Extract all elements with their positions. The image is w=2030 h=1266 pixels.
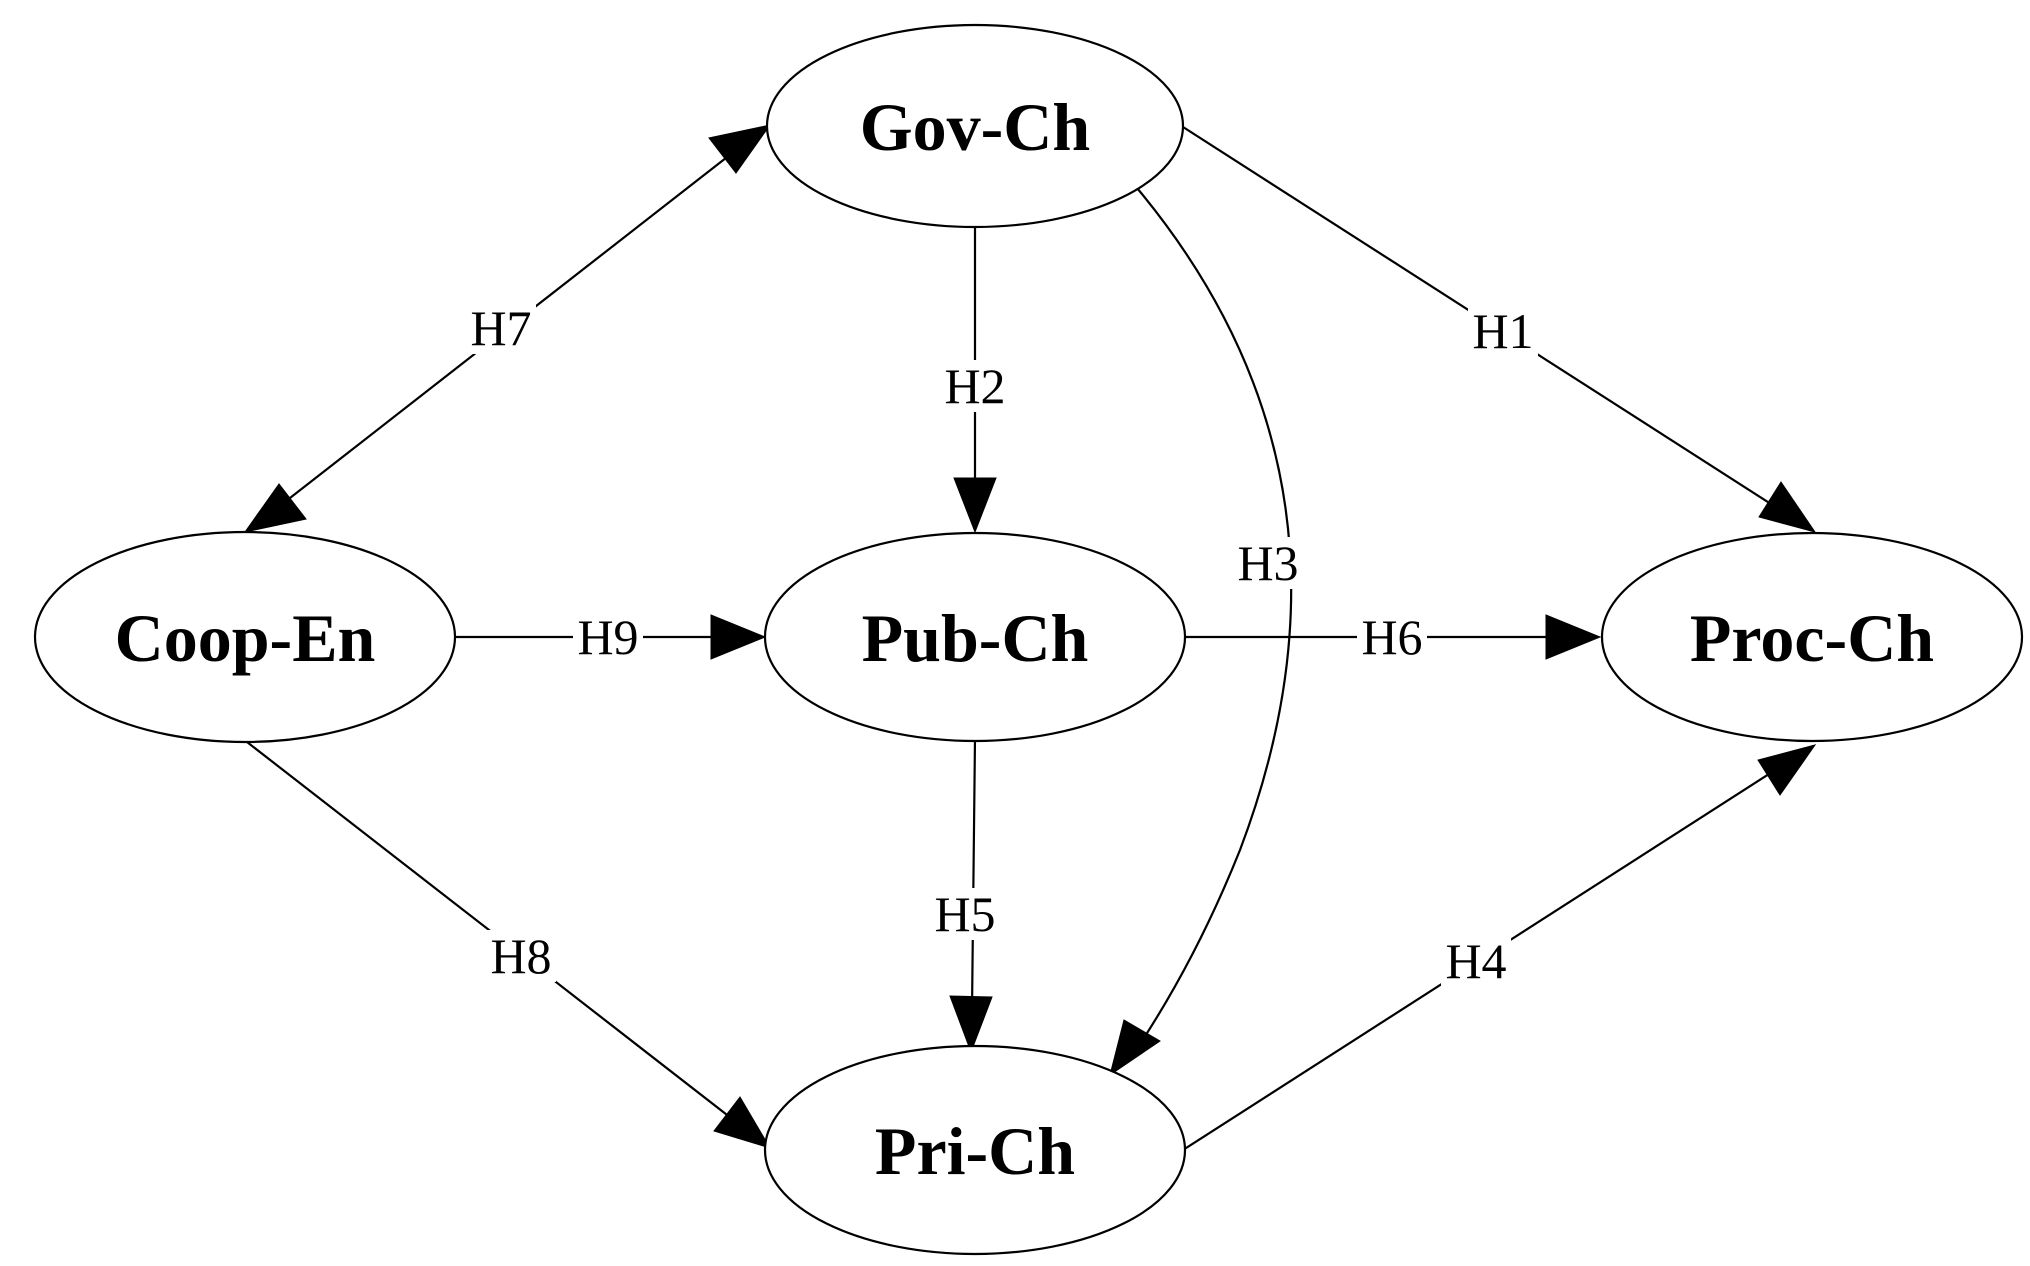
edge-h2 xyxy=(953,224,997,534)
edge-label-h7-group: H7 xyxy=(466,300,536,356)
edge-label-h5-group: H5 xyxy=(930,886,1000,942)
edge-label-h3-group: H3 xyxy=(1233,535,1303,591)
edge-label-h2: H2 xyxy=(944,358,1005,414)
node-label-pub-ch: Pub-Ch xyxy=(862,600,1089,676)
edge-label-h7: H7 xyxy=(470,300,531,356)
arrowhead-h5 xyxy=(949,995,993,1054)
arrowhead-h3 xyxy=(1109,1019,1161,1077)
edge-label-h9-group: H9 xyxy=(573,609,643,665)
arrowhead-h9 xyxy=(710,614,767,660)
arrowhead-h1 xyxy=(1758,481,1817,533)
node-pri-ch: Pri-Ch xyxy=(763,1044,1187,1256)
node-label-pri-ch: Pri-Ch xyxy=(875,1113,1075,1189)
arrowhead-h6 xyxy=(1545,614,1602,660)
edge-label-h1-group: H1 xyxy=(1468,303,1538,359)
edge-label-h2-group: H2 xyxy=(940,358,1010,414)
node-label-proc-ch: Proc-Ch xyxy=(1690,600,1934,676)
node-proc-ch: Proc-Ch xyxy=(1600,531,2024,743)
arrowhead-h7-coop xyxy=(243,483,307,533)
edge-label-h1: H1 xyxy=(1472,303,1533,359)
node-coop-en: Coop-En xyxy=(33,530,457,744)
edge-label-h3: H3 xyxy=(1237,535,1298,591)
arrowhead-h4 xyxy=(1757,744,1817,796)
node-label-coop-en: Coop-En xyxy=(115,600,376,676)
edge-label-h8-group: H8 xyxy=(486,928,556,984)
node-label-gov-ch: Gov-Ch xyxy=(860,89,1090,165)
node-gov-ch: Gov-Ch xyxy=(765,23,1185,229)
arrowhead-h8 xyxy=(713,1096,772,1149)
edge-label-h5: H5 xyxy=(934,886,995,942)
node-pub-ch: Pub-Ch xyxy=(763,531,1187,743)
edge-label-h4: H4 xyxy=(1445,933,1506,989)
edge-label-h6: H6 xyxy=(1361,609,1422,665)
arrowhead-h7-gov xyxy=(708,124,772,174)
arrowhead-h2 xyxy=(953,477,997,534)
edge-label-h9: H9 xyxy=(577,609,638,665)
edge-h3 xyxy=(1109,187,1293,1077)
edge-label-h4-group: H4 xyxy=(1441,933,1511,989)
edge-label-h8: H8 xyxy=(490,928,551,984)
edge-h5 xyxy=(949,737,993,1054)
edge-label-h6-group: H6 xyxy=(1357,609,1427,665)
